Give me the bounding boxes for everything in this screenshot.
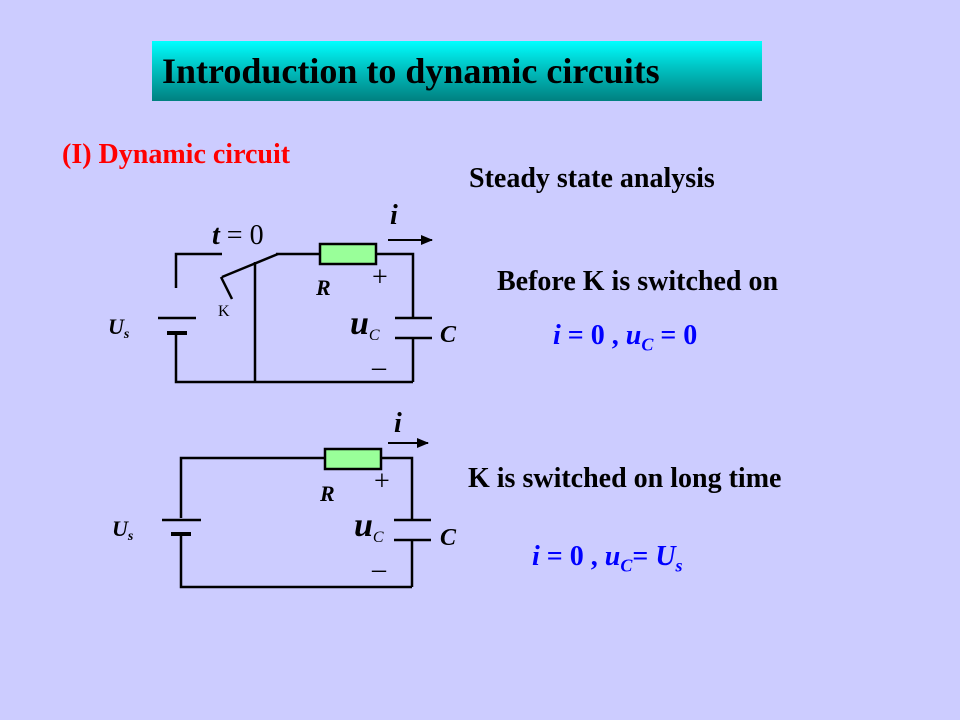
case2-i-value: = 0 ,	[539, 541, 605, 572]
case1-i-symbol: i	[553, 320, 561, 351]
case2-u-symbol: u	[604, 541, 621, 572]
circuit1-current-label: i	[390, 200, 398, 231]
circuit1-switch-label: K	[218, 303, 230, 320]
circuit1-wire-left-top	[174, 252, 222, 288]
case2-heading: K is switched on long time	[468, 463, 782, 494]
circuit2-minus-sign: –	[371, 554, 387, 585]
case1-heading: Before K is switched on	[497, 266, 779, 297]
circuit2-wire-top-right	[381, 456, 414, 520]
case1-u-subscript: C	[641, 334, 654, 355]
case1-i-value: = 0 ,	[560, 320, 626, 351]
case2-us-subscript: s	[675, 555, 683, 576]
case1-u-value: = 0	[653, 320, 698, 351]
circuit2-resistor	[323, 447, 383, 471]
circuit1-switch-arrow	[219, 276, 234, 300]
case2-us-symbol: U	[655, 541, 676, 572]
circuit2-resistor-label: R	[319, 481, 335, 506]
case1-equation: i = 0 , uC = 0	[553, 320, 697, 356]
circuit2-plus-sign: +	[374, 466, 390, 497]
circuit-1	[158, 235, 433, 384]
circuit1-cap-label: C	[440, 322, 457, 348]
circuit1-cap-voltage: uC	[350, 305, 380, 344]
circuit1-source-label: Us	[108, 314, 130, 342]
circuit2-source-label: Us	[112, 516, 134, 544]
circuit-2	[162, 438, 431, 589]
circuit2-wire-left-bottom	[179, 534, 412, 589]
circuit1-plus-sign: +	[372, 262, 388, 293]
steady-state-heading: Steady state analysis	[469, 163, 715, 194]
circuit1-resistor	[318, 242, 378, 266]
circuit1-switch-blade	[221, 252, 279, 279]
circuit2-wire-left-top	[179, 456, 325, 518]
section-heading: (I) Dynamic circuit	[62, 139, 291, 170]
page-title: Introduction to dynamic circuits	[162, 51, 660, 91]
circuit1-wire-left-bottom	[174, 334, 413, 384]
circuit2-current-label: i	[394, 408, 402, 439]
case2-i-symbol: i	[532, 541, 540, 572]
circuit1-minus-sign: –	[371, 352, 387, 383]
case2-u-subscript: C	[620, 555, 633, 576]
circuit2-cap-label: C	[440, 525, 457, 551]
case2-equation: i = 0 , uC= Us	[532, 541, 683, 577]
circuit1-wire-top	[276, 252, 415, 318]
case1-u-symbol: u	[625, 320, 642, 351]
circuit1-resistor-label: R	[315, 275, 331, 300]
circuit2-cap-voltage: uC	[354, 507, 384, 546]
case2-u-equals: =	[632, 541, 656, 572]
circuit1-switch-time: t = 0	[212, 220, 264, 251]
title-banner	[152, 41, 762, 101]
